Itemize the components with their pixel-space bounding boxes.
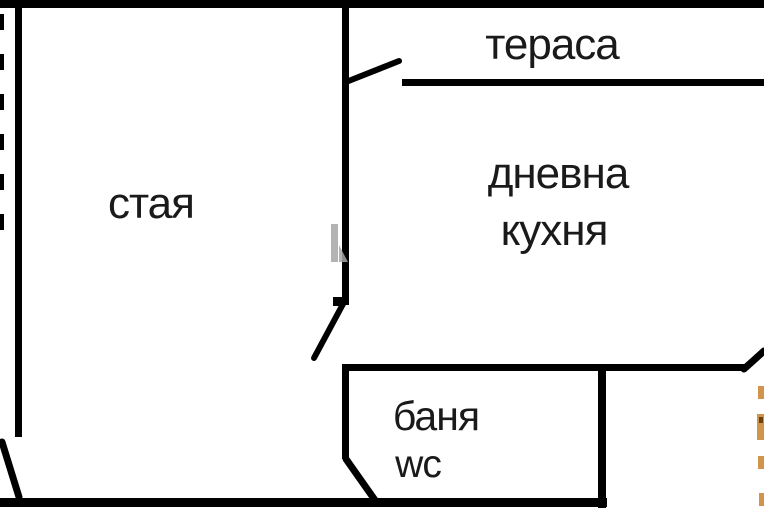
room-label-living-line1: дневна — [488, 149, 630, 198]
watermark-edge-fragments — [757, 386, 764, 506]
door-hinge-tick — [333, 297, 343, 306]
wall-partition-middle — [342, 0, 349, 305]
door-leaves — [0, 14, 764, 507]
room-labels: тераса стая дневна кухня баня wc — [108, 20, 631, 486]
wall-left-interior — [15, 0, 22, 437]
wall-terrace-edge — [402, 79, 764, 86]
wall-bathroom-top — [343, 364, 745, 371]
room-label-bath-line2: wc — [394, 443, 441, 486]
edge-fragment-4 — [759, 493, 764, 506]
room-label-terrace: тераса — [485, 20, 620, 69]
edge-fragment-1 — [758, 386, 764, 399]
edge-fragment-dark-dot — [759, 417, 763, 423]
wall-bottom-exterior — [0, 498, 607, 507]
room-label-living-line2: кухня — [501, 206, 608, 255]
wall-bathroom-left — [342, 364, 349, 459]
corner-diagonal-wall — [740, 347, 764, 373]
entry-door-leaf — [0, 438, 23, 501]
edge-fragment-3 — [758, 456, 764, 469]
edge-fragment-2 — [757, 414, 764, 440]
watermark-letter-fragment — [331, 224, 348, 262]
wall-bathroom-right — [598, 364, 606, 508]
terrace-door-leaf — [343, 58, 402, 85]
wall-top-exterior — [0, 0, 764, 8]
bathroom-door-leaf — [342, 455, 381, 507]
room-label-staya: стая — [108, 179, 194, 228]
living-room-door-leaf — [311, 301, 346, 361]
room-label-bath-line1: баня — [393, 393, 479, 439]
